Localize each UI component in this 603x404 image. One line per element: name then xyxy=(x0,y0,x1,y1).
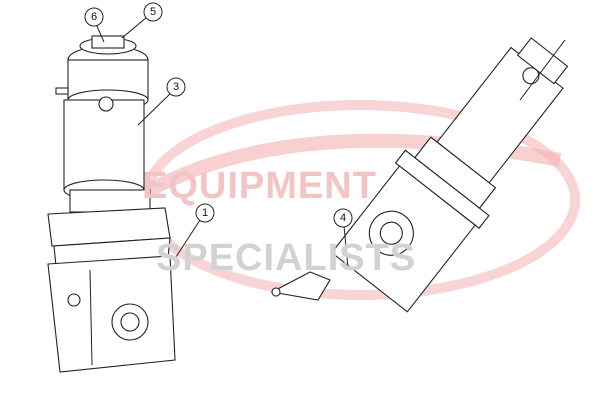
svg-text:5: 5 xyxy=(150,6,156,18)
right-assembly-motor-gearbox xyxy=(330,37,569,313)
left-assembly-motor-gearbox xyxy=(47,35,176,373)
svg-text:2: 2 xyxy=(0,0,3,6)
watermark-logo: EQUIPMENT SPECIALISTS xyxy=(142,165,416,279)
callout-6: 6 xyxy=(84,7,104,27)
callout-leaders xyxy=(95,16,566,269)
callout-3: 3 xyxy=(166,77,186,97)
svg-text:6: 6 xyxy=(91,11,97,23)
svg-text:4: 4 xyxy=(340,212,346,224)
callout-1: 1 xyxy=(195,203,215,223)
mounting-bracket xyxy=(270,271,331,301)
watermark-line2: SPECIALISTS xyxy=(156,237,416,279)
watermark-line1: EQUIPMENT xyxy=(142,165,377,207)
bracket-hole xyxy=(271,287,281,297)
callout-5: 5 xyxy=(143,2,163,22)
svg-text:1: 1 xyxy=(202,207,208,219)
svg-text:3: 3 xyxy=(173,81,179,93)
callout-4: 4 xyxy=(333,208,353,228)
